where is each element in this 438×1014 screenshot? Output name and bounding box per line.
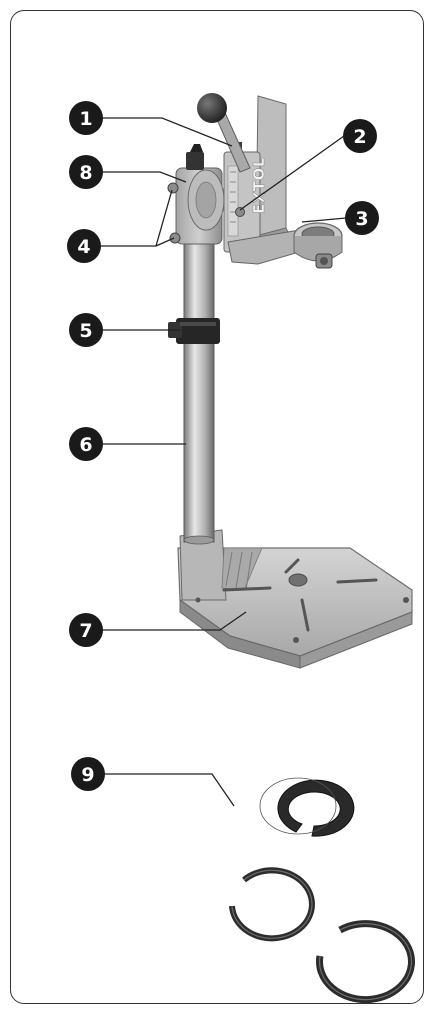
callout-6-label: 6 [79,434,92,456]
brand-logo: EXTOL [250,157,268,214]
base-plate [177,529,413,669]
reduction-rings [229,777,415,1004]
leader-line-3 [301,217,347,223]
callout-3-label: 3 [355,208,368,230]
callout-4-label: 4 [77,236,90,258]
depth-stop-collar [168,318,220,344]
callout-8-label: 8 [79,162,92,184]
leader-lines [100,117,347,807]
callout-4: 4 [67,229,101,263]
callout-3: 3 [345,201,379,235]
callout-8: 8 [69,155,103,189]
leader-line-4a [100,189,173,247]
callout-2: 2 [343,119,377,153]
drill-head [167,93,343,269]
callout-5: 5 [69,313,103,347]
column [183,235,215,545]
callout-5-label: 5 [79,320,92,342]
leader-line-1 [102,117,233,147]
leader-line-2 [239,135,345,211]
leader-line-8 [102,171,187,183]
callout-2-label: 2 [353,126,366,148]
callout-6: 6 [69,427,103,461]
callout-9: 9 [71,757,105,791]
callout-7: 7 [69,613,103,647]
callout-1: 1 [69,101,103,135]
leader-line-4b [155,237,175,247]
callout-9-label: 9 [81,764,94,786]
callout-1-label: 1 [79,108,92,130]
leader-line-9 [104,773,235,807]
callout-7-label: 7 [79,620,92,642]
leader-line-7 [102,611,247,631]
